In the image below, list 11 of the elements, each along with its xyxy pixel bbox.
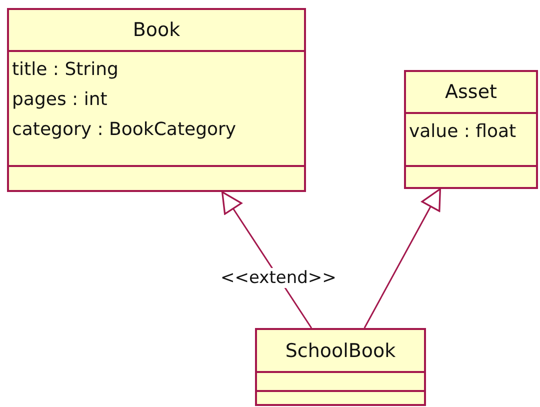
class-box [7, 8, 306, 192]
attribute-text: pages : int [12, 88, 108, 112]
class-box [255, 328, 426, 406]
attribute-text: value : float [409, 120, 516, 144]
attribute-text: category : BookCategory [12, 118, 236, 142]
class-box [404, 70, 538, 189]
generalization-arrow [364, 188, 441, 328]
attribute-text: title : String [12, 58, 118, 82]
class-name: Book [132, 19, 180, 41]
class-name: SchoolBook [285, 340, 396, 362]
class-name: Asset [445, 81, 497, 103]
